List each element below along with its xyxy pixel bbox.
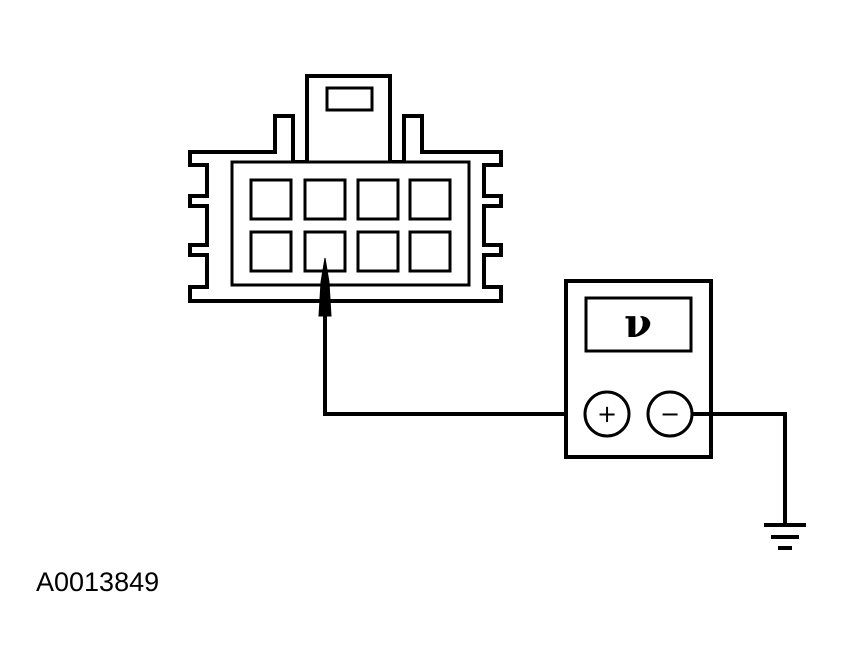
figure-id: A0013849 — [36, 567, 159, 597]
pin-cavity-2 — [303, 178, 347, 221]
negative-terminal-sign: − — [660, 400, 680, 428]
pin-cavity-7 — [356, 230, 400, 273]
pin-cavity-1 — [249, 178, 293, 221]
positive-terminal — [583, 390, 631, 438]
pin-cavity-8 — [408, 230, 452, 273]
positive-test-lead — [323, 312, 585, 416]
connector-lock-slot — [325, 86, 374, 112]
pin-cavity-4 — [408, 178, 452, 221]
probe-tip — [318, 257, 332, 317]
voltmeter-symbol: ν — [624, 300, 652, 347]
positive-terminal-sign: + — [597, 400, 617, 428]
pin-cavity-5 — [249, 230, 293, 273]
ground-icon — [764, 523, 806, 550]
pin-cavity-3 — [356, 178, 400, 221]
negative-test-lead — [692, 412, 787, 524]
multimeter-display — [584, 296, 693, 353]
